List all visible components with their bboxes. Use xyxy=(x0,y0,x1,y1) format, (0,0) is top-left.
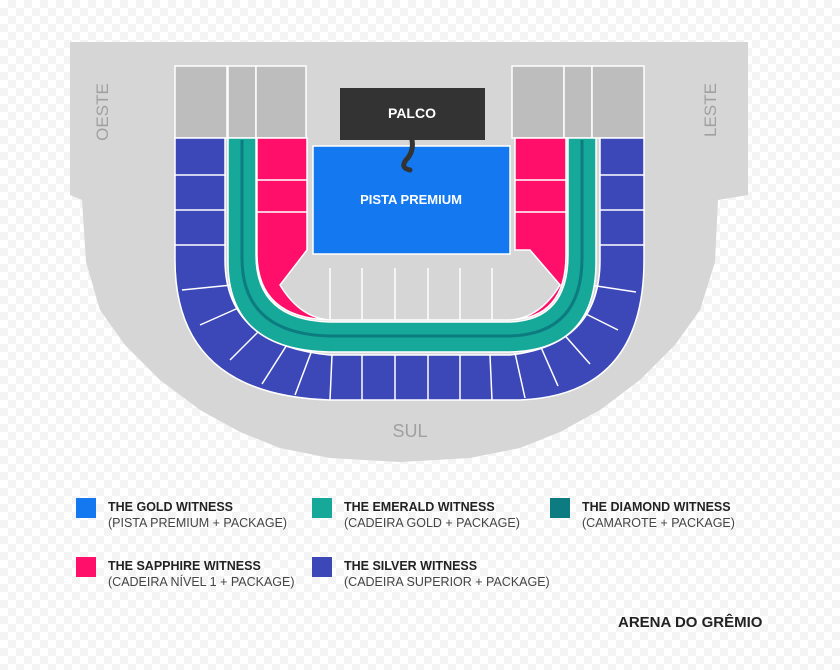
legend-title: THE SAPPHIRE WITNESS xyxy=(108,559,261,573)
legend-title: THE DIAMOND WITNESS xyxy=(582,500,731,514)
swatch-gold xyxy=(76,498,96,518)
legend-subtitle: (CAMAROTE + PACKAGE) xyxy=(582,516,735,530)
diamond-track[interactable] xyxy=(240,140,584,338)
swatch-sapphire xyxy=(76,557,96,577)
legend-item-silver: THE SILVER WITNESS (CADEIRA SUPERIOR + P… xyxy=(312,557,550,590)
legend-subtitle: (CADEIRA SUPERIOR + PACKAGE) xyxy=(344,575,550,589)
south-label: SUL xyxy=(392,421,427,441)
stage xyxy=(340,88,485,140)
legend-item-emerald: THE EMERALD WITNESS (CADEIRA GOLD + PACK… xyxy=(312,498,520,531)
catwalk xyxy=(401,137,415,173)
legend-title: THE GOLD WITNESS xyxy=(108,500,233,514)
west-label: OESTE xyxy=(93,83,112,141)
legend-item-diamond: THE DIAMOND WITNESS (CAMAROTE + PACKAGE) xyxy=(550,498,735,531)
legend-subtitle: (CADEIRA GOLD + PACKAGE) xyxy=(344,516,520,530)
legend-subtitle: (CADEIRA NÍVEL 1 + PACKAGE) xyxy=(108,575,295,589)
pista-premium-floor[interactable] xyxy=(312,145,511,255)
inner-gap xyxy=(282,255,540,288)
swatch-emerald xyxy=(312,498,332,518)
seating-map: PALCO PISTA PREMIUM OESTE LESTE SUL xyxy=(70,42,748,462)
swatch-silver xyxy=(312,557,332,577)
stage-label: PALCO xyxy=(388,105,436,121)
sapphire-dividers xyxy=(257,179,566,320)
swatch-diamond xyxy=(550,498,570,518)
legend-subtitle: (PISTA PREMIUM + PACKAGE) xyxy=(108,516,288,530)
legend-item-sapphire: THE SAPPHIRE WITNESS (CADEIRA NÍVEL 1 + … xyxy=(76,557,295,590)
legend-item-gold: THE GOLD WITNESS (PISTA PREMIUM + PACKAG… xyxy=(76,498,288,531)
emerald-ring[interactable] xyxy=(227,137,597,353)
east-label: LESTE xyxy=(701,83,720,137)
sapphire-ring[interactable] xyxy=(256,137,567,321)
venue-name: ARENA DO GRÊMIO xyxy=(618,614,763,631)
silver-dividers xyxy=(175,174,644,401)
floor-label: PISTA PREMIUM xyxy=(360,192,462,207)
legend-title: THE SILVER WITNESS xyxy=(344,559,478,573)
legend-title: THE EMERALD WITNESS xyxy=(344,500,495,514)
restricted-blocks xyxy=(174,65,645,139)
